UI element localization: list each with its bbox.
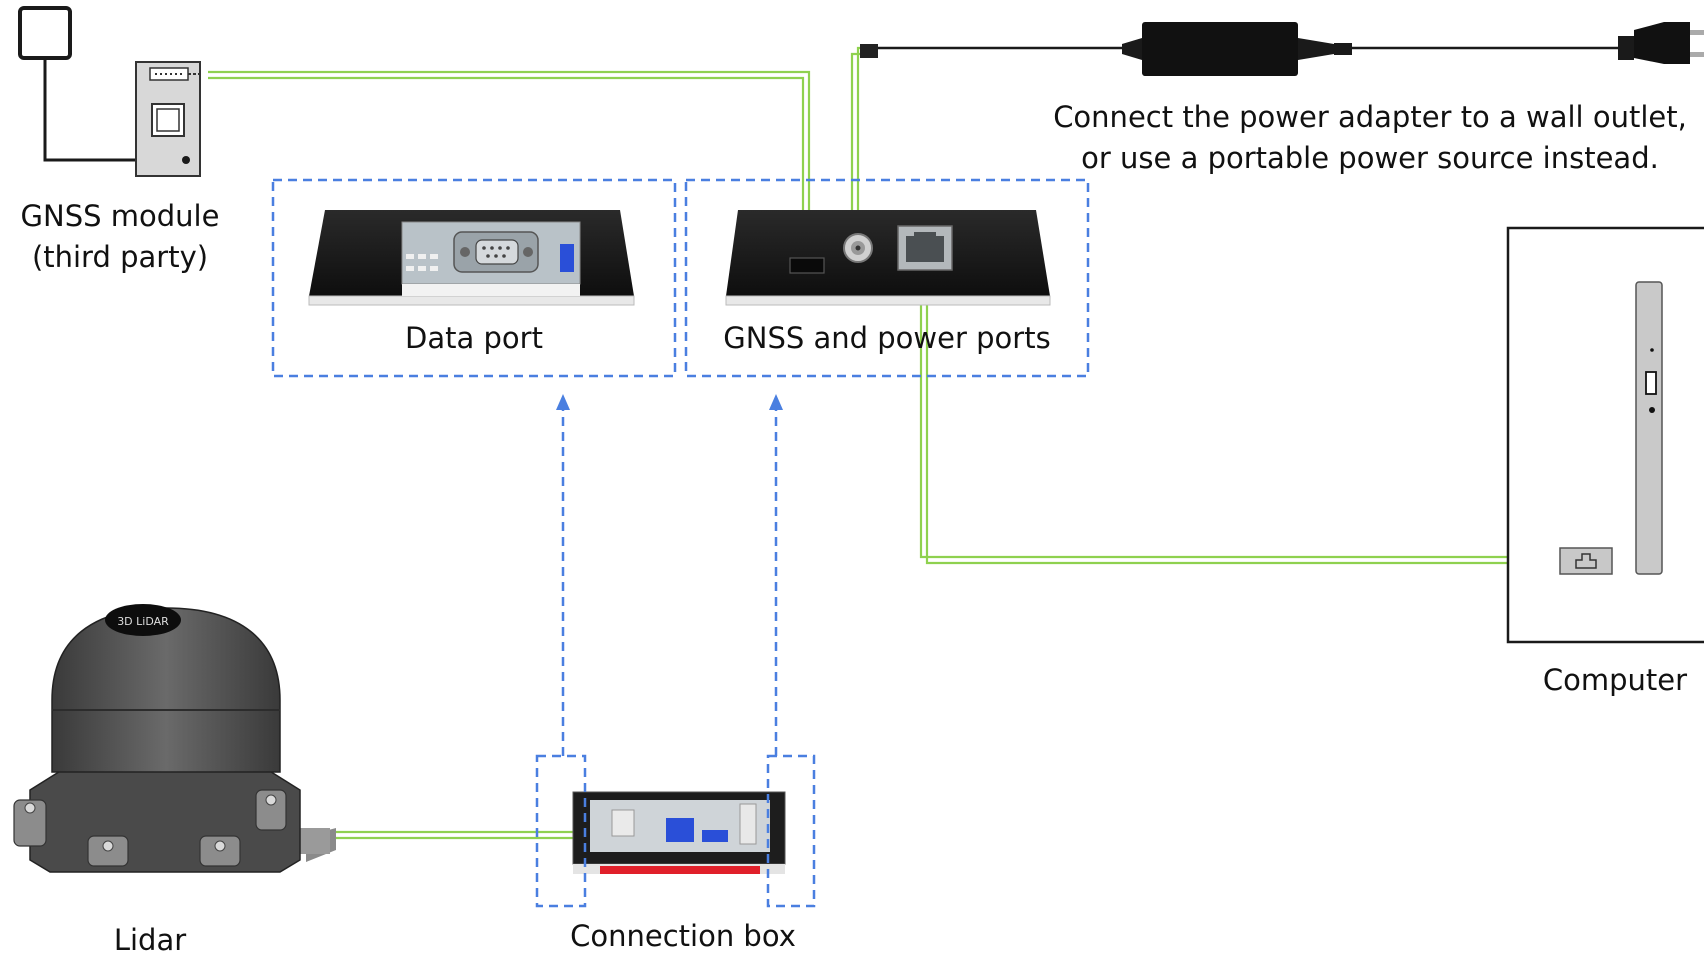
gnss-module-icon [135,61,201,177]
lidar-icon: 3D LiDAR [13,604,336,873]
connection-box-icon [572,791,786,874]
power-note-line1: Connect the power adapter to a wall outl… [1053,100,1687,134]
power-adapter-icon [860,22,1704,76]
connection-box-data-slot-frame [535,754,587,908]
computer-label: Computer [1542,663,1688,697]
lidar-label: Lidar [113,923,187,957]
gnss-module-sublabel: (third party) [31,240,209,274]
computer-icon [1506,226,1704,644]
gnss-power-frame [684,178,1090,378]
arrow-to-data-port [556,394,570,756]
data-port-frame [271,178,677,378]
gnss-module-label: GNSS module [20,199,220,233]
connection-box-power-slot-frame [766,754,816,908]
cable-gnss-to-port [208,70,811,254]
gnss-power-ports-label: GNSS and power ports [723,321,1051,355]
power-note-line2: or use a portable power source instead. [1081,141,1659,175]
arrow-to-gnss-power-ports [769,394,783,756]
data-port-label: Data port [405,321,543,355]
cable-ethernet-to-computer [919,276,1562,565]
connection-box-label: Connection box [570,919,796,953]
data-port-panel [308,210,635,306]
lidar-logo-text: 3D LiDAR [117,615,169,628]
gnss-power-panel [725,210,1051,306]
